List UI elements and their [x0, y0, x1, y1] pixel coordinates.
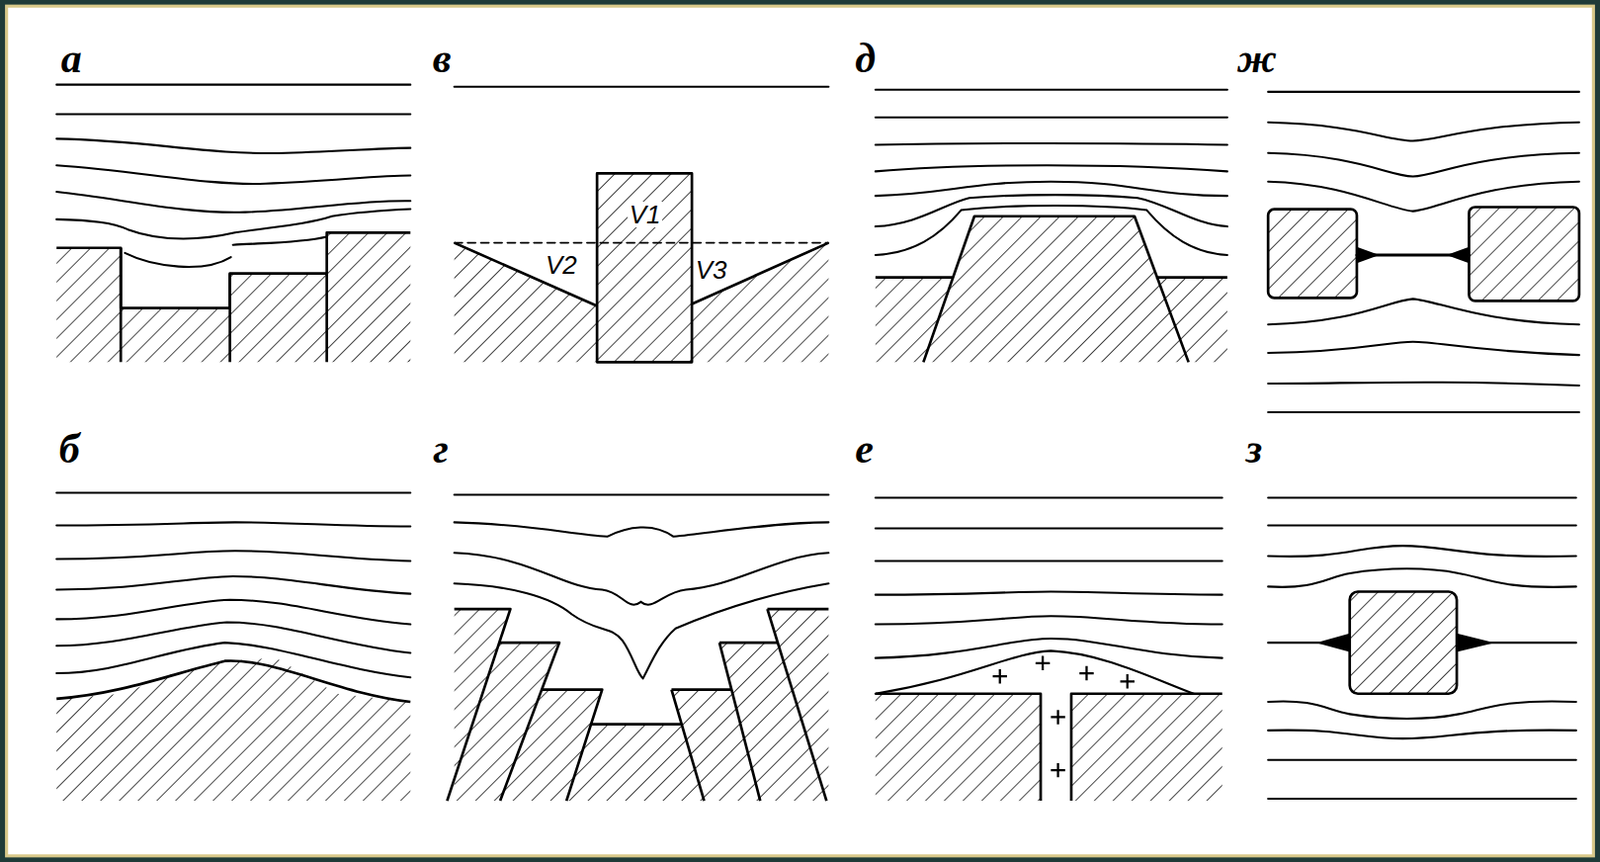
field-spikes	[1316, 247, 1496, 653]
panel-letter: з	[1246, 427, 1263, 470]
panel-letter: б	[59, 427, 81, 470]
velocity-label: V1	[627, 201, 664, 228]
ground-surfaces	[56, 172, 1580, 801]
panel-letter: е	[854, 427, 874, 470]
panel-letter: д	[854, 37, 876, 80]
velocity-label: V3	[693, 256, 730, 283]
velocity-label: V2	[543, 252, 580, 278]
panel-letter: а	[61, 37, 83, 80]
panel-ground	[6, 5, 1595, 856]
panel-letter: ж	[1237, 37, 1277, 80]
panel-letter: г	[432, 427, 449, 470]
panel-letter: в	[432, 37, 452, 80]
ground-hatch	[56, 172, 1580, 801]
charge-symbols	[993, 656, 1135, 778]
